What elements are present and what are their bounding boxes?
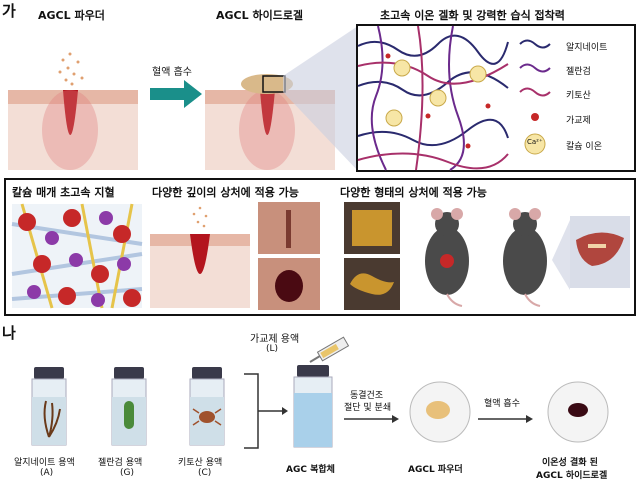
deep-wound-illustration	[150, 206, 250, 308]
vial-gellan	[111, 367, 147, 446]
gel-photo-irregular	[344, 258, 400, 310]
depth-title: 다양한 깊이의 상처에 적용 가능	[152, 186, 299, 199]
step-arrow-2	[478, 415, 533, 423]
vial-alginate-code: (A)	[40, 468, 54, 478]
combine-bracket	[244, 373, 288, 449]
vial-gellan-label: 젤란검 용액	[98, 458, 143, 468]
shape-title: 다양한 형태의 상처에 적용 가능	[340, 186, 487, 199]
vial-complex	[293, 365, 333, 448]
zoom-funnel	[283, 26, 358, 171]
hemostasis-title: 칼슘 매개 초고속 지혈	[12, 186, 115, 199]
legend-swatch-crosslinker	[531, 113, 539, 121]
legend-swatch-calcium	[524, 133, 546, 155]
polymer-network	[357, 25, 509, 171]
liver-zoom-illustration	[552, 216, 630, 290]
legend-label-alginate: 알지네이트	[566, 43, 608, 53]
absorb-label: 혈액 흡수	[484, 399, 520, 409]
hydrogel-wound-illustration	[205, 74, 335, 170]
network-title: 초고속 이온 겔화 및 강력한 습식 접착력	[380, 9, 565, 22]
network-panel	[356, 24, 636, 172]
powder-label: AGCL 파우더	[408, 465, 463, 475]
mouse-belly-illustration	[425, 208, 469, 307]
freeze-dry-label: 동결건조	[350, 391, 384, 401]
legend-swatch-alginate	[519, 39, 551, 49]
step-arrow-1	[344, 415, 399, 423]
legend-swatch-chitosan	[519, 87, 551, 97]
crosslinker-code: (L)	[266, 344, 279, 354]
tissue-photo-wound	[258, 258, 320, 310]
vial-alginate-label: 알지네이트 용액	[14, 458, 75, 468]
legend-swatch-gellan	[519, 63, 551, 73]
teal-arrow	[150, 80, 202, 108]
result-label-line1: 이온성 결화 된	[542, 458, 598, 468]
legend-label-gellan: 젤란검	[566, 67, 591, 77]
legend-label-calcium: 칼슘 이온	[566, 142, 602, 152]
section-b-marker: 나	[2, 324, 16, 342]
tissue-photo-intact	[258, 202, 320, 254]
powder-dish	[409, 381, 471, 443]
legend-label-chitosan: 키토산	[566, 91, 591, 101]
vial-chitosan	[189, 367, 225, 446]
complex-label: AGC 복합체	[286, 465, 335, 475]
syringe-icon	[309, 336, 350, 363]
crosslinker-label: 가교제 용액	[250, 334, 300, 345]
powder-title: AGCL 파우더	[38, 9, 105, 22]
gel-photo-square	[344, 202, 400, 254]
powder-wound-illustration	[8, 52, 138, 170]
cut-grind-label: 절단 및 분쇄	[344, 403, 392, 413]
vial-alginate	[31, 367, 67, 446]
blood-absorb-label: 혈액 흡수	[152, 67, 192, 78]
legend-label-crosslinker: 가교제	[566, 116, 591, 126]
hydrogel-dish	[547, 381, 609, 443]
hydrogel-title: AGCL 하이드로겔	[216, 9, 304, 22]
vial-gellan-code: (G)	[120, 468, 134, 478]
vial-chitosan-label: 키토산 용액	[178, 458, 223, 468]
legend-calcium-symbol: Ca²⁺	[527, 138, 543, 146]
result-label-line2: AGCL 하이드로겔	[536, 471, 608, 481]
calcium-hemostasis-illustration	[11, 203, 143, 309]
mouse-back-illustration	[503, 208, 547, 307]
section-a-marker: 가	[2, 2, 16, 20]
vial-chitosan-code: (C)	[198, 468, 212, 478]
